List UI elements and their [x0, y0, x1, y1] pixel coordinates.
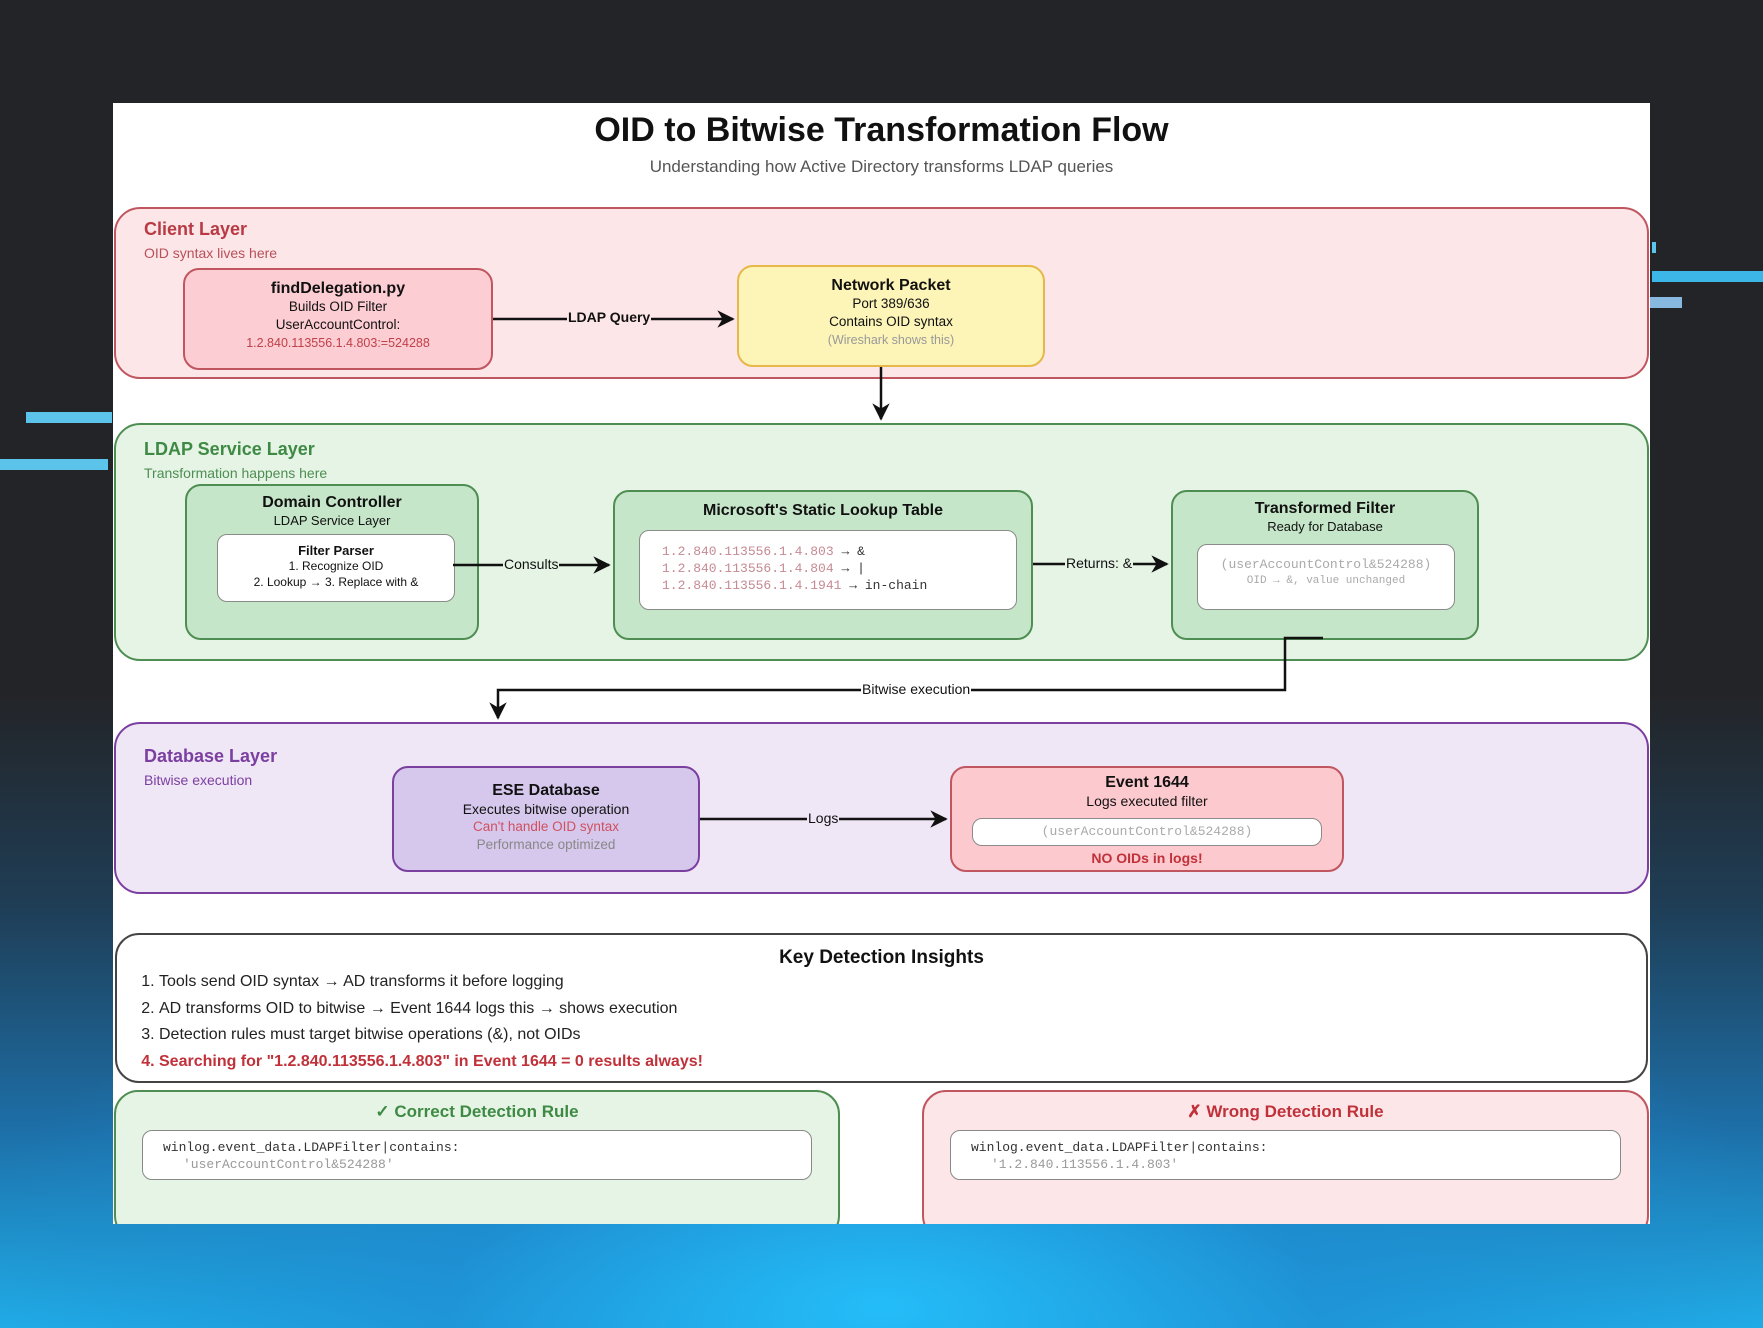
x-mark-icon: ✗	[1187, 1102, 1202, 1121]
event-1644-warning: NO OIDs in logs!	[1091, 850, 1203, 866]
network-packet-contains: Contains OID syntax	[829, 314, 953, 329]
ldap-layer-title: LDAP Service Layer	[144, 439, 315, 459]
ese-database-line1: Executes bitwise operation	[462, 801, 630, 817]
key-detection-insights: Key Detection Insights Tools send OID sy…	[115, 933, 1648, 1083]
glitch-bar	[1650, 297, 1682, 308]
event-1644-subtitle: Logs executed filter	[1086, 793, 1208, 809]
filter-parser-step2: 2. Lookup → 3. Replace with &	[253, 575, 419, 589]
ldap-layer-subtitle: Transformation happens here	[144, 465, 328, 481]
insight-item: Tools send OID syntax → AD transforms it…	[159, 969, 703, 996]
find-delegation-oid: 1.2.840.113556.1.4.803:=524288	[246, 336, 430, 350]
wrong-rule-heading: ✗ Wrong Detection Rule	[924, 1102, 1647, 1122]
insights-title: Key Detection Insights	[779, 947, 984, 968]
ese-database-line3: Performance optimized	[476, 837, 616, 852]
correct-rule-title: Correct Detection Rule	[394, 1102, 579, 1121]
network-packet-node[interactable]: Network Packet Port 389/636 Contains OID…	[737, 265, 1045, 367]
database-layer: Database Layer Bitwise execution	[114, 722, 1649, 894]
glitch-bar	[0, 459, 108, 470]
correct-rule-line2: 'userAccountControl&524288'	[183, 1157, 394, 1172]
edge-label-bitwise-execution: Bitwise execution	[861, 681, 972, 697]
wrong-rule-line2: '1.2.840.113556.1.4.803'	[991, 1157, 1179, 1172]
correct-rule-line1: winlog.event_data.LDAPFilter|contains:	[163, 1140, 460, 1155]
insight-item: Detection rules must target bitwise oper…	[159, 1022, 703, 1049]
insight-item: AD transforms OID to bitwise → Event 164…	[159, 996, 703, 1023]
glitch-bar	[1652, 271, 1763, 282]
edge-label-consults: Consults	[503, 556, 560, 572]
client-layer-subtitle: OID syntax lives here	[144, 245, 278, 261]
transformed-filter-node[interactable]: Transformed Filter Ready for Database (u…	[1171, 490, 1479, 640]
ese-database-title: ESE Database	[492, 782, 600, 799]
transformed-filter-code: (userAccountControl&524288)	[1220, 557, 1432, 572]
wrong-detection-rule: ✗ Wrong Detection Rule winlog.event_data…	[922, 1090, 1649, 1224]
lookup-row: 1.2.840.113556.1.4.1941 → in-chain	[662, 578, 928, 593]
transformed-filter-subtitle: Ready for Database	[1267, 519, 1383, 534]
transformed-filter-title: Transformed Filter	[1254, 500, 1396, 517]
lookup-row: 1.2.840.113556.1.4.803 → &	[662, 544, 865, 559]
diagram-title: OID to Bitwise Transformation Flow	[594, 111, 1169, 149]
client-layer-title: Client Layer	[144, 219, 248, 239]
diagram-canvas: OID to Bitwise Transformation Flow Under…	[113, 103, 1650, 1224]
transformed-filter-note: OID → &, value unchanged	[1246, 575, 1406, 587]
lookup-table-box: 1.2.840.113556.1.4.803 → & 1.2.840.11355…	[639, 530, 1017, 610]
correct-rule-heading: ✓ Correct Detection Rule	[116, 1102, 838, 1122]
insights-list: Tools send OID syntax → AD transforms it…	[135, 969, 703, 1075]
find-delegation-line2: UserAccountControl:	[275, 317, 401, 332]
lookup-row: 1.2.840.113556.1.4.804 → |	[662, 561, 865, 576]
domain-controller-node[interactable]: Domain Controller LDAP Service Layer Fil…	[185, 484, 479, 640]
filter-parser-title: Filter Parser	[298, 543, 374, 558]
check-icon: ✓	[375, 1102, 390, 1121]
glitch-bar	[26, 412, 112, 423]
correct-rule-code[interactable]: winlog.event_data.LDAPFilter|contains: '…	[142, 1130, 812, 1180]
event-1644-node[interactable]: Event 1644 Logs executed filter (userAcc…	[950, 766, 1344, 872]
find-delegation-node[interactable]: findDelegation.py Builds OID Filter User…	[183, 268, 493, 370]
network-packet-port: Port 389/636	[852, 296, 930, 311]
edge-label-returns: Returns: &	[1065, 555, 1134, 571]
event-1644-code: (userAccountControl&524288)	[1041, 824, 1253, 839]
insight-item-warning: Searching for "1.2.840.113556.1.4.803" i…	[159, 1049, 703, 1076]
find-delegation-title: findDelegation.py	[270, 280, 406, 297]
lookup-table-node[interactable]: Microsoft's Static Lookup Table 1.2.840.…	[613, 490, 1033, 640]
glitch-bar	[1652, 242, 1656, 253]
filter-parser-box[interactable]: Filter Parser 1. Recognize OID 2. Lookup…	[217, 534, 455, 602]
wrong-rule-line1: winlog.event_data.LDAPFilter|contains:	[971, 1140, 1268, 1155]
network-packet-title: Network Packet	[831, 277, 951, 294]
database-layer-title: Database Layer	[144, 746, 278, 766]
network-packet-note: (Wireshark shows this)	[827, 333, 955, 347]
domain-controller-subtitle: LDAP Service Layer	[273, 513, 391, 528]
domain-controller-title: Domain Controller	[262, 494, 402, 511]
correct-detection-rule: ✓ Correct Detection Rule winlog.event_da…	[114, 1090, 840, 1224]
edge-label-ldap-query: LDAP Query	[567, 309, 652, 325]
database-layer-subtitle: Bitwise execution	[144, 772, 253, 788]
transformed-filter-box: (userAccountControl&524288) OID → &, val…	[1197, 544, 1455, 610]
event-1644-title: Event 1644	[1105, 774, 1189, 791]
wrong-rule-title: Wrong Detection Rule	[1206, 1102, 1384, 1121]
find-delegation-line1: Builds OID Filter	[288, 299, 388, 314]
lookup-table-title: Microsoft's Static Lookup Table	[703, 502, 943, 519]
wrong-rule-code[interactable]: winlog.event_data.LDAPFilter|contains: '…	[950, 1130, 1621, 1180]
filter-parser-step1: 1. Recognize OID	[288, 559, 384, 573]
edge-label-logs: Logs	[807, 810, 840, 826]
event-1644-code-box: (userAccountControl&524288)	[972, 818, 1322, 846]
diagram-subtitle: Understanding how Active Directory trans…	[649, 157, 1114, 176]
ese-database-node[interactable]: ESE Database Executes bitwise operation …	[392, 766, 700, 872]
ese-database-line2: Can't handle OID syntax	[473, 819, 619, 834]
